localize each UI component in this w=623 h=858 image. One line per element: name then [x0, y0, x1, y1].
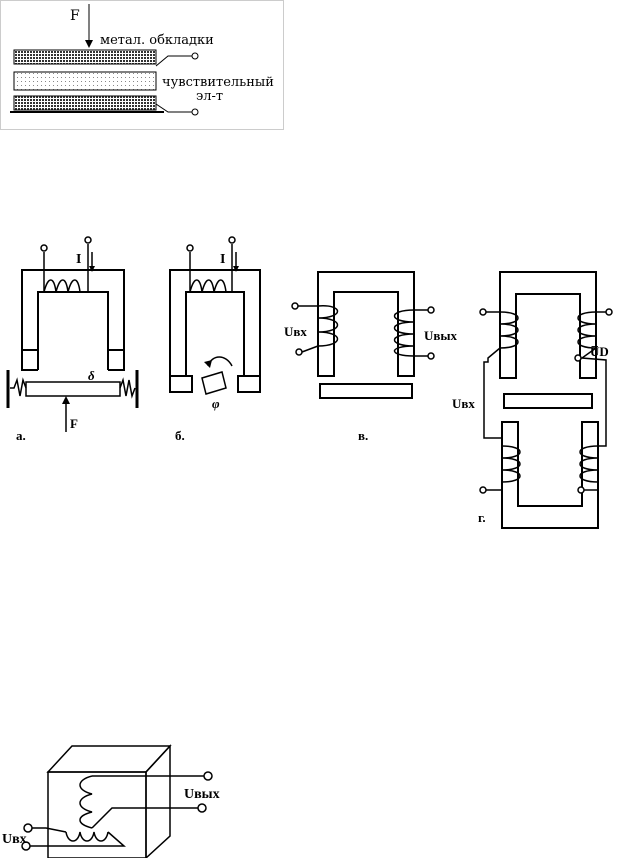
primary-coil-v: [317, 305, 339, 347]
transformer-box-diagram: [21, 744, 213, 858]
spring-right: [119, 377, 136, 399]
output-label-box: Uвых: [184, 787, 220, 802]
terminal-g-5: [577, 486, 585, 494]
bottom-terminal: [191, 108, 199, 116]
box-top: [46, 745, 172, 773]
coil-box-vertical: [79, 775, 93, 829]
coil-a: [43, 279, 81, 293]
top-terminal: [191, 52, 199, 60]
coil-g-upper-right: [577, 311, 597, 349]
sensitive-label-line2: эл-т: [196, 89, 223, 104]
primary-lead-bottom: [301, 345, 319, 353]
inductive-sensor-a: [6, 236, 139, 432]
output-label-v: Uвых: [424, 328, 458, 343]
bottom-metal-plate: [13, 95, 157, 111]
box-side: [145, 744, 171, 858]
caption-v: в.: [358, 428, 368, 443]
wire-g-2: [483, 347, 502, 439]
coil-g-lower-right: [579, 445, 599, 483]
core-b-pole-left: [169, 375, 193, 393]
input-label-v: Uвх: [284, 324, 307, 339]
force-label-a: F: [70, 416, 78, 431]
gap-label-a: δ: [88, 368, 95, 383]
terminal-b-right: [228, 236, 236, 244]
core-v: [317, 271, 415, 377]
core-g-upper: [499, 271, 597, 379]
plates-label: метал. обкладки: [100, 33, 214, 48]
terminal-g-2: [605, 308, 613, 316]
current-label-b: I: [220, 252, 225, 267]
coil-box-horizontal: [65, 831, 109, 842]
core-a-outer: [21, 269, 125, 350]
core-a-inner: [37, 291, 109, 370]
capacitive-sensor-diagram: F метал. обкладки чувствительный эл-т: [0, 0, 284, 130]
caption-b: б.: [175, 428, 185, 443]
core-g-lower: [501, 421, 599, 529]
inductive-sensor-b: [169, 236, 261, 395]
bottom-lead: [155, 103, 192, 113]
core-b-pole-right: [237, 375, 261, 393]
terminal-v-out-bottom: [427, 352, 435, 360]
top-metal-plate: [13, 49, 157, 65]
coil-b: [189, 279, 227, 293]
terminal-g-3: [574, 354, 582, 362]
sensitive-label-line1: чувствительный: [162, 75, 274, 90]
lead-box-in-top: [32, 827, 67, 833]
terminal-box-in-top: [23, 823, 33, 833]
terminal-v-in-top: [291, 302, 299, 310]
terminal-a-right: [84, 236, 92, 244]
force-arrowhead: [85, 40, 93, 48]
current-arrowhead-a: [89, 266, 95, 272]
terminal-v-in-bottom: [295, 348, 303, 356]
spring-left: [10, 377, 27, 397]
force-arrowhead-a: [62, 396, 70, 404]
terminal-box-in-bottom: [21, 841, 31, 851]
rotation-arrowhead-b: [204, 360, 212, 368]
terminal-box-out-top: [203, 771, 213, 781]
terminal-a-left: [40, 244, 48, 252]
lead-box-out-bottom: [91, 807, 198, 829]
rotor-b: [201, 371, 227, 395]
input-label-g: Uвх: [452, 396, 475, 411]
terminal-g-4: [479, 486, 487, 494]
terminal-g-1: [479, 308, 487, 316]
secondary-coil-v: [393, 309, 415, 357]
armature-g: [503, 393, 593, 409]
current-arrowhead-b: [233, 266, 239, 272]
terminal-v-out-top: [427, 306, 435, 314]
armature-v: [319, 383, 413, 399]
core-b-inner: [185, 291, 245, 376]
core-b-outer: [169, 269, 261, 376]
coil-g-upper-left: [499, 311, 519, 349]
sensitive-element: [13, 71, 157, 91]
armature-a: [25, 381, 121, 397]
inductive-sensor-g: [479, 271, 613, 529]
current-label-a: I: [76, 252, 81, 267]
coil-g-lower-left: [501, 445, 521, 483]
caption-g: г.: [478, 510, 486, 525]
output-label-g: U̅D: [590, 344, 609, 359]
lead-box-in-bottom: [30, 831, 126, 847]
diagram-frame: [0, 0, 284, 130]
caption-a: а.: [16, 428, 26, 443]
angle-label-b: φ: [212, 396, 220, 411]
wire-g-5: [579, 347, 607, 447]
input-label-box: Uвх: [2, 832, 27, 847]
box-front: [47, 771, 147, 858]
core-a-legs: [21, 350, 125, 371]
terminal-b-left: [186, 244, 194, 252]
top-lead: [155, 55, 192, 67]
terminal-box-out-bottom: [197, 803, 207, 813]
force-label: F: [70, 8, 80, 24]
inductive-sensor-v: [291, 271, 435, 399]
